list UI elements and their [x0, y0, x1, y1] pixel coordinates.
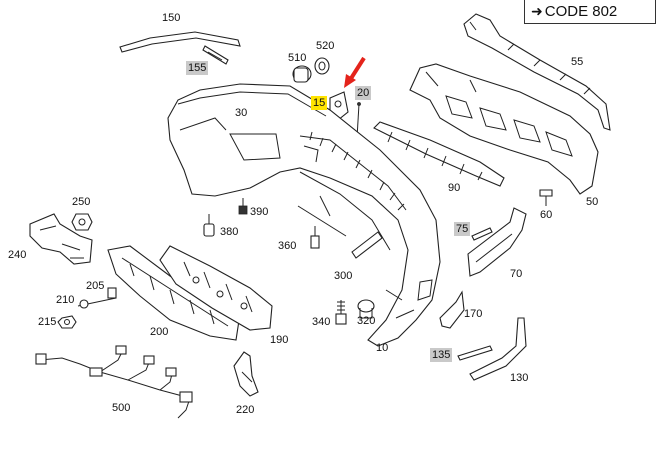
part-250-nut	[71, 213, 93, 231]
callout-155: 155	[186, 61, 209, 75]
part-90-reinforcement	[373, 121, 505, 187]
callout-60: 60	[540, 209, 553, 221]
pointer-arrow	[344, 56, 366, 88]
callout-520: 520	[316, 40, 335, 52]
callout-360: 360	[278, 240, 297, 252]
part-240-bracket	[29, 213, 93, 265]
part-170-cap	[439, 290, 465, 329]
code-label: CODE 802	[544, 3, 618, 20]
part-50-diffuser	[409, 63, 599, 195]
part-360-screw	[310, 226, 320, 249]
part-340-screw	[335, 300, 347, 325]
part-390-screw	[238, 198, 248, 215]
part-500-wiring-harness	[35, 345, 193, 419]
callout-340: 340	[312, 316, 331, 328]
code-802-label-box: ➜ CODE 802	[524, 0, 656, 24]
part-215-nut	[57, 315, 77, 329]
part-75-clip	[471, 227, 493, 241]
part-220-bracket	[233, 351, 259, 397]
callout-15: 15	[311, 96, 328, 110]
part-520-ring	[314, 57, 330, 75]
part-55-upper-panel	[463, 13, 611, 131]
part-200-carrier	[107, 245, 241, 341]
part-70-side-trim	[467, 207, 527, 277]
callout-75: 75	[454, 222, 471, 236]
part-135-clip	[457, 345, 493, 361]
callout-205: 205	[86, 280, 105, 292]
part-130-lower-trim	[469, 317, 527, 381]
callout-380: 380	[220, 226, 239, 238]
part-210-washer	[79, 299, 89, 309]
callout-320: 320	[357, 315, 376, 327]
callout-390: 390	[250, 206, 269, 218]
callout-200: 200	[150, 326, 169, 338]
callout-220: 220	[236, 404, 255, 416]
callout-215: 215	[38, 316, 57, 328]
part-300-bracket	[351, 231, 383, 259]
callout-510: 510	[288, 52, 307, 64]
part-150-trim-strip	[119, 31, 241, 53]
callout-240: 240	[8, 249, 27, 261]
part-510-sensor-body	[293, 67, 309, 83]
callout-10: 10	[376, 342, 389, 354]
arrow-right-icon: ➜	[531, 3, 543, 19]
part-380-screw	[203, 214, 215, 237]
part-320-clip	[357, 299, 375, 319]
callout-300: 300	[334, 270, 353, 282]
callout-250: 250	[72, 196, 91, 208]
callout-500: 500	[112, 402, 131, 414]
callout-135: 135	[430, 348, 453, 362]
callout-55: 55	[571, 56, 584, 68]
callout-150: 150	[162, 12, 181, 24]
bumper-teeth	[309, 131, 405, 211]
callout-190: 190	[270, 334, 289, 346]
callout-130: 130	[510, 372, 529, 384]
callout-70: 70	[510, 268, 523, 280]
callout-170: 170	[464, 308, 483, 320]
part-60-bolt	[539, 189, 553, 206]
callout-210: 210	[56, 294, 75, 306]
callout-30: 30	[235, 107, 248, 119]
callout-50: 50	[586, 196, 599, 208]
callout-90: 90	[448, 182, 461, 194]
part-205-clip	[107, 287, 117, 299]
callout-20: 20	[355, 86, 372, 100]
